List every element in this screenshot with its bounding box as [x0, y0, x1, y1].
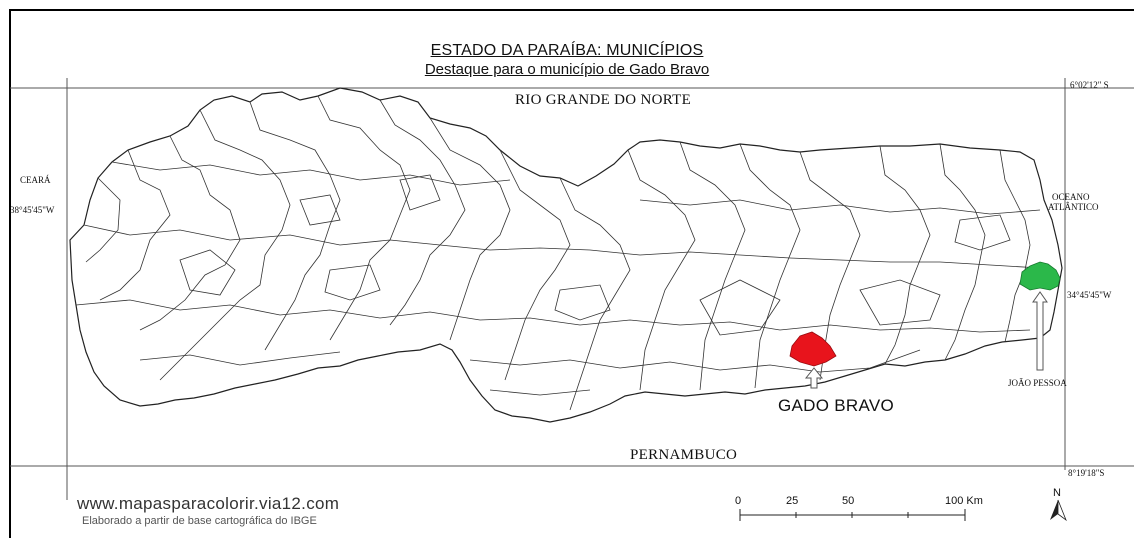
gado-bravo-municipality[interactable]	[789, 331, 837, 367]
scale-tick-25: 25	[786, 495, 799, 507]
scale-tick-100: 100 Km	[945, 495, 983, 507]
joao-pessoa-municipality[interactable]	[1019, 261, 1061, 291]
coord-left: 38°45'45"W	[10, 205, 55, 215]
north-arrow-icon	[1050, 499, 1067, 522]
coord-right: 34°45'45"W	[1067, 290, 1112, 300]
label-joao-pessoa: JOÃO PESSOA	[1008, 378, 1067, 388]
paraiba-state-outline	[69, 87, 1063, 423]
credit-source: Elaborado a partir de base cartográfica …	[82, 515, 317, 527]
map-title: ESTADO DA PARAÍBA: MUNICÍPIOS	[430, 42, 704, 59]
credit-url[interactable]: www.mapasparacolorir.via12.com	[77, 494, 340, 513]
gado-bravo-arrow	[804, 367, 824, 389]
coord-bottom-right: 8°19'18"S	[1068, 468, 1105, 478]
label-rio-grande-do-norte: RIO GRANDE DO NORTE	[515, 92, 692, 108]
scale-tick-0: 0	[735, 495, 742, 507]
municipality-boundaries	[75, 95, 1041, 411]
north-label: N	[1053, 487, 1061, 499]
map-frame	[9, 9, 1134, 538]
joao-pessoa-arrow	[1032, 291, 1048, 371]
label-ceara: CEARÁ	[20, 175, 51, 185]
scale-bar	[739, 509, 966, 521]
coord-top-right: 6°02'12" S	[1070, 80, 1109, 90]
label-pernambuco: PERNAMBUCO	[630, 447, 738, 463]
label-gado-bravo: GADO BRAVO	[778, 396, 895, 415]
label-oceano: OCEANO	[1052, 192, 1090, 202]
scale-tick-50: 50	[842, 495, 855, 507]
label-atlantico: ATLÂNTICO	[1048, 202, 1099, 212]
map-subtitle: Destaque para o município de Gado Bravo	[424, 61, 710, 78]
